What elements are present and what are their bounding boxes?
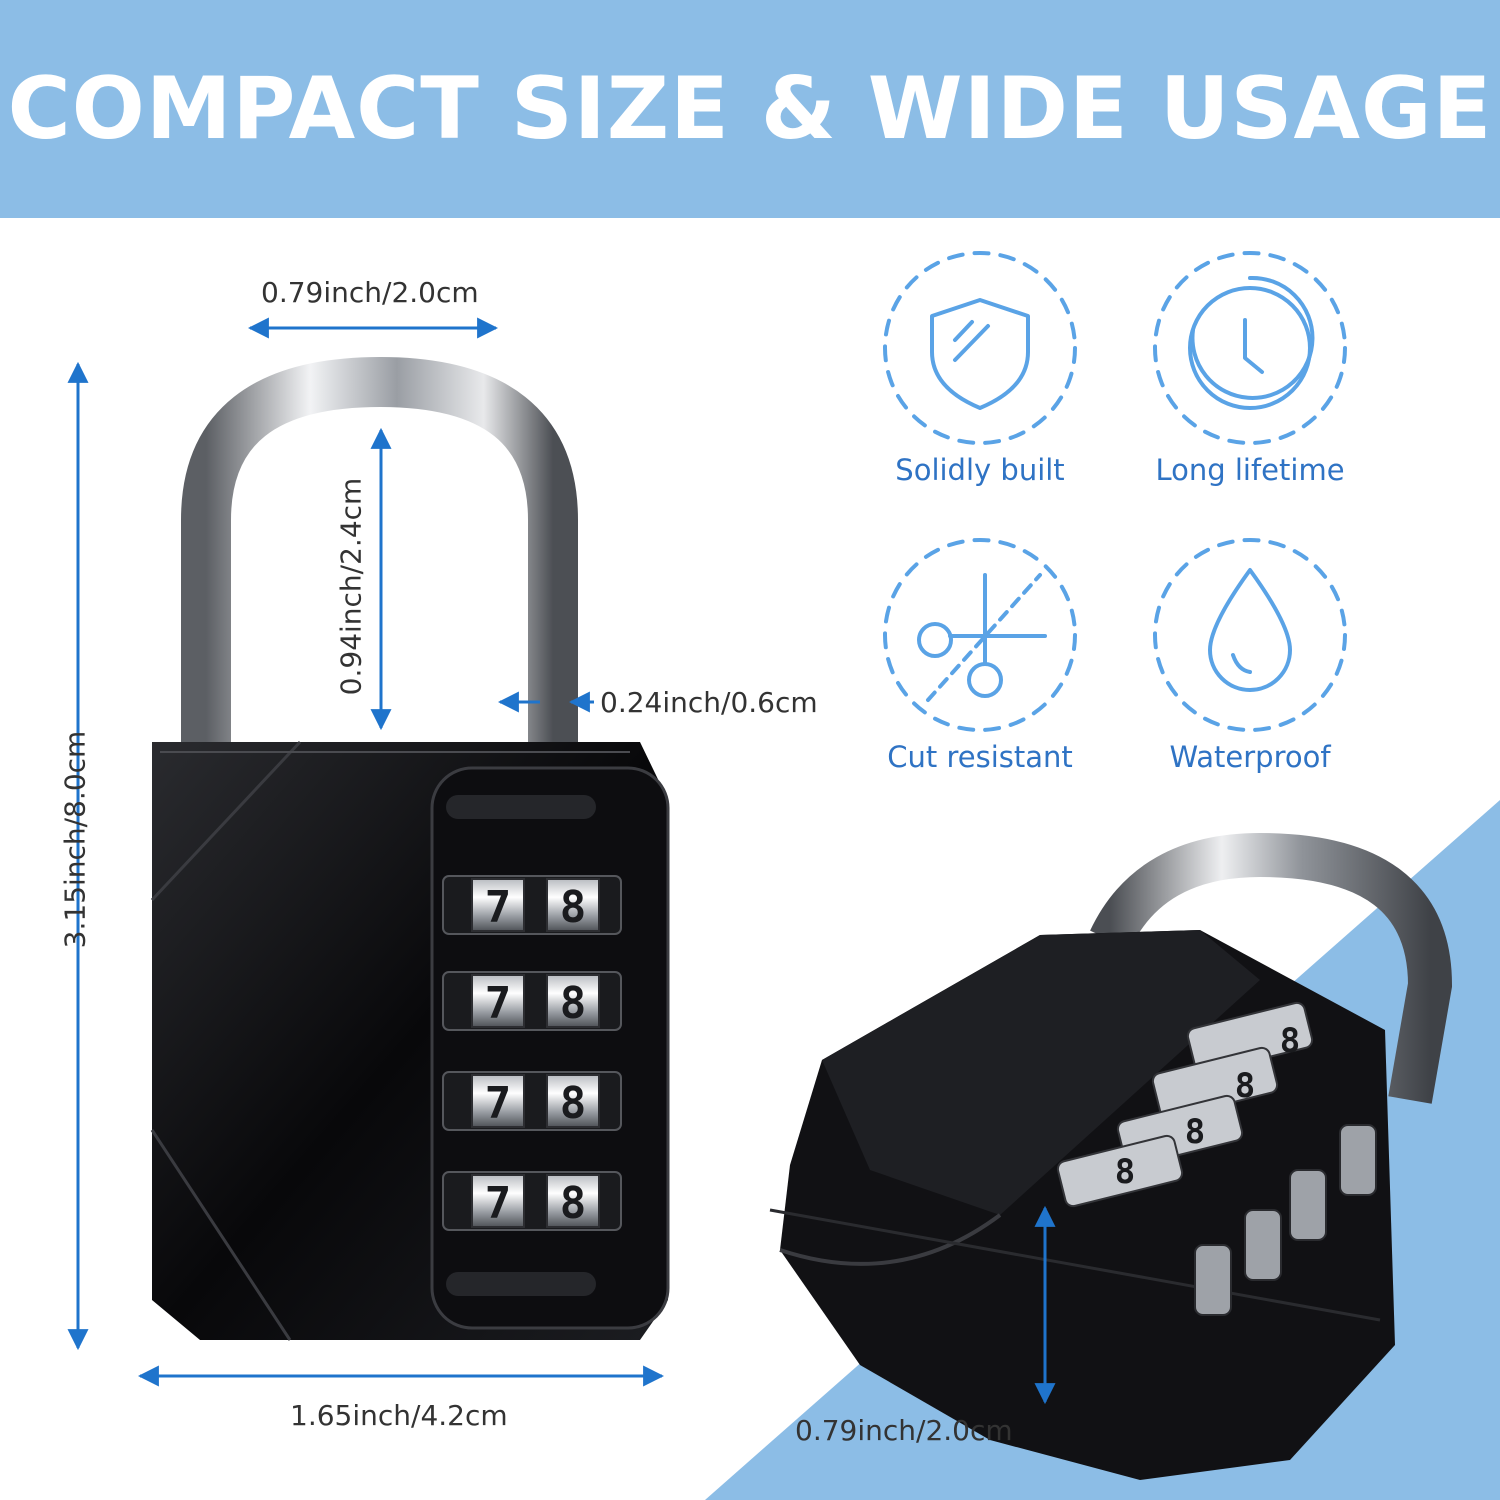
header-banner [0,0,1500,218]
clock-icon [1153,251,1347,445]
dial-row[interactable] [442,1171,622,1231]
angled-dials[interactable] [1056,1001,1314,1208]
dial-row[interactable] [442,971,622,1031]
shackle-diameter-label: 0.24inch/0.6cm [600,686,818,719]
dial-digit: 8 [1115,1152,1135,1192]
shackle [1090,832,1453,1104]
dial-digit: 8 [1280,1021,1300,1061]
dial-digit: 8 [560,1178,587,1229]
dial-row[interactable] [442,1071,622,1131]
dial-digit: 7 [485,1078,512,1129]
dial-digit: 8 [560,978,587,1029]
shackle-width-label: 0.79inch/2.0cm [261,276,479,309]
dial-digit: 8 [1185,1112,1205,1152]
feature-label-waterproof: Waterproof [1169,740,1331,774]
dial-digit: 8 [560,882,587,933]
body-thickness-label: 0.79inch/2.0cm [795,1414,1013,1447]
dial-row[interactable] [442,875,622,935]
dial-digit: 7 [485,1178,512,1229]
dial-digit: 7 [485,882,512,933]
shield-icon [883,251,1077,445]
page-title: COMPACT SIZE & WIDE USAGE [7,59,1493,159]
body-width-label: 1.65inch/4.2cm [290,1399,508,1432]
dial-digit: 8 [560,1078,587,1129]
feature-label-cut-resistant: Cut resistant [887,740,1073,774]
feature-label-long-lifetime: Long lifetime [1155,453,1345,487]
feature-label-solidly-built: Solidly built [895,453,1065,487]
scissors-icon [883,538,1077,732]
dial-digit: 8 [1235,1066,1255,1106]
dial-digit: 7 [485,978,512,1029]
shackle [181,356,578,745]
water-drop-icon [1153,538,1347,732]
